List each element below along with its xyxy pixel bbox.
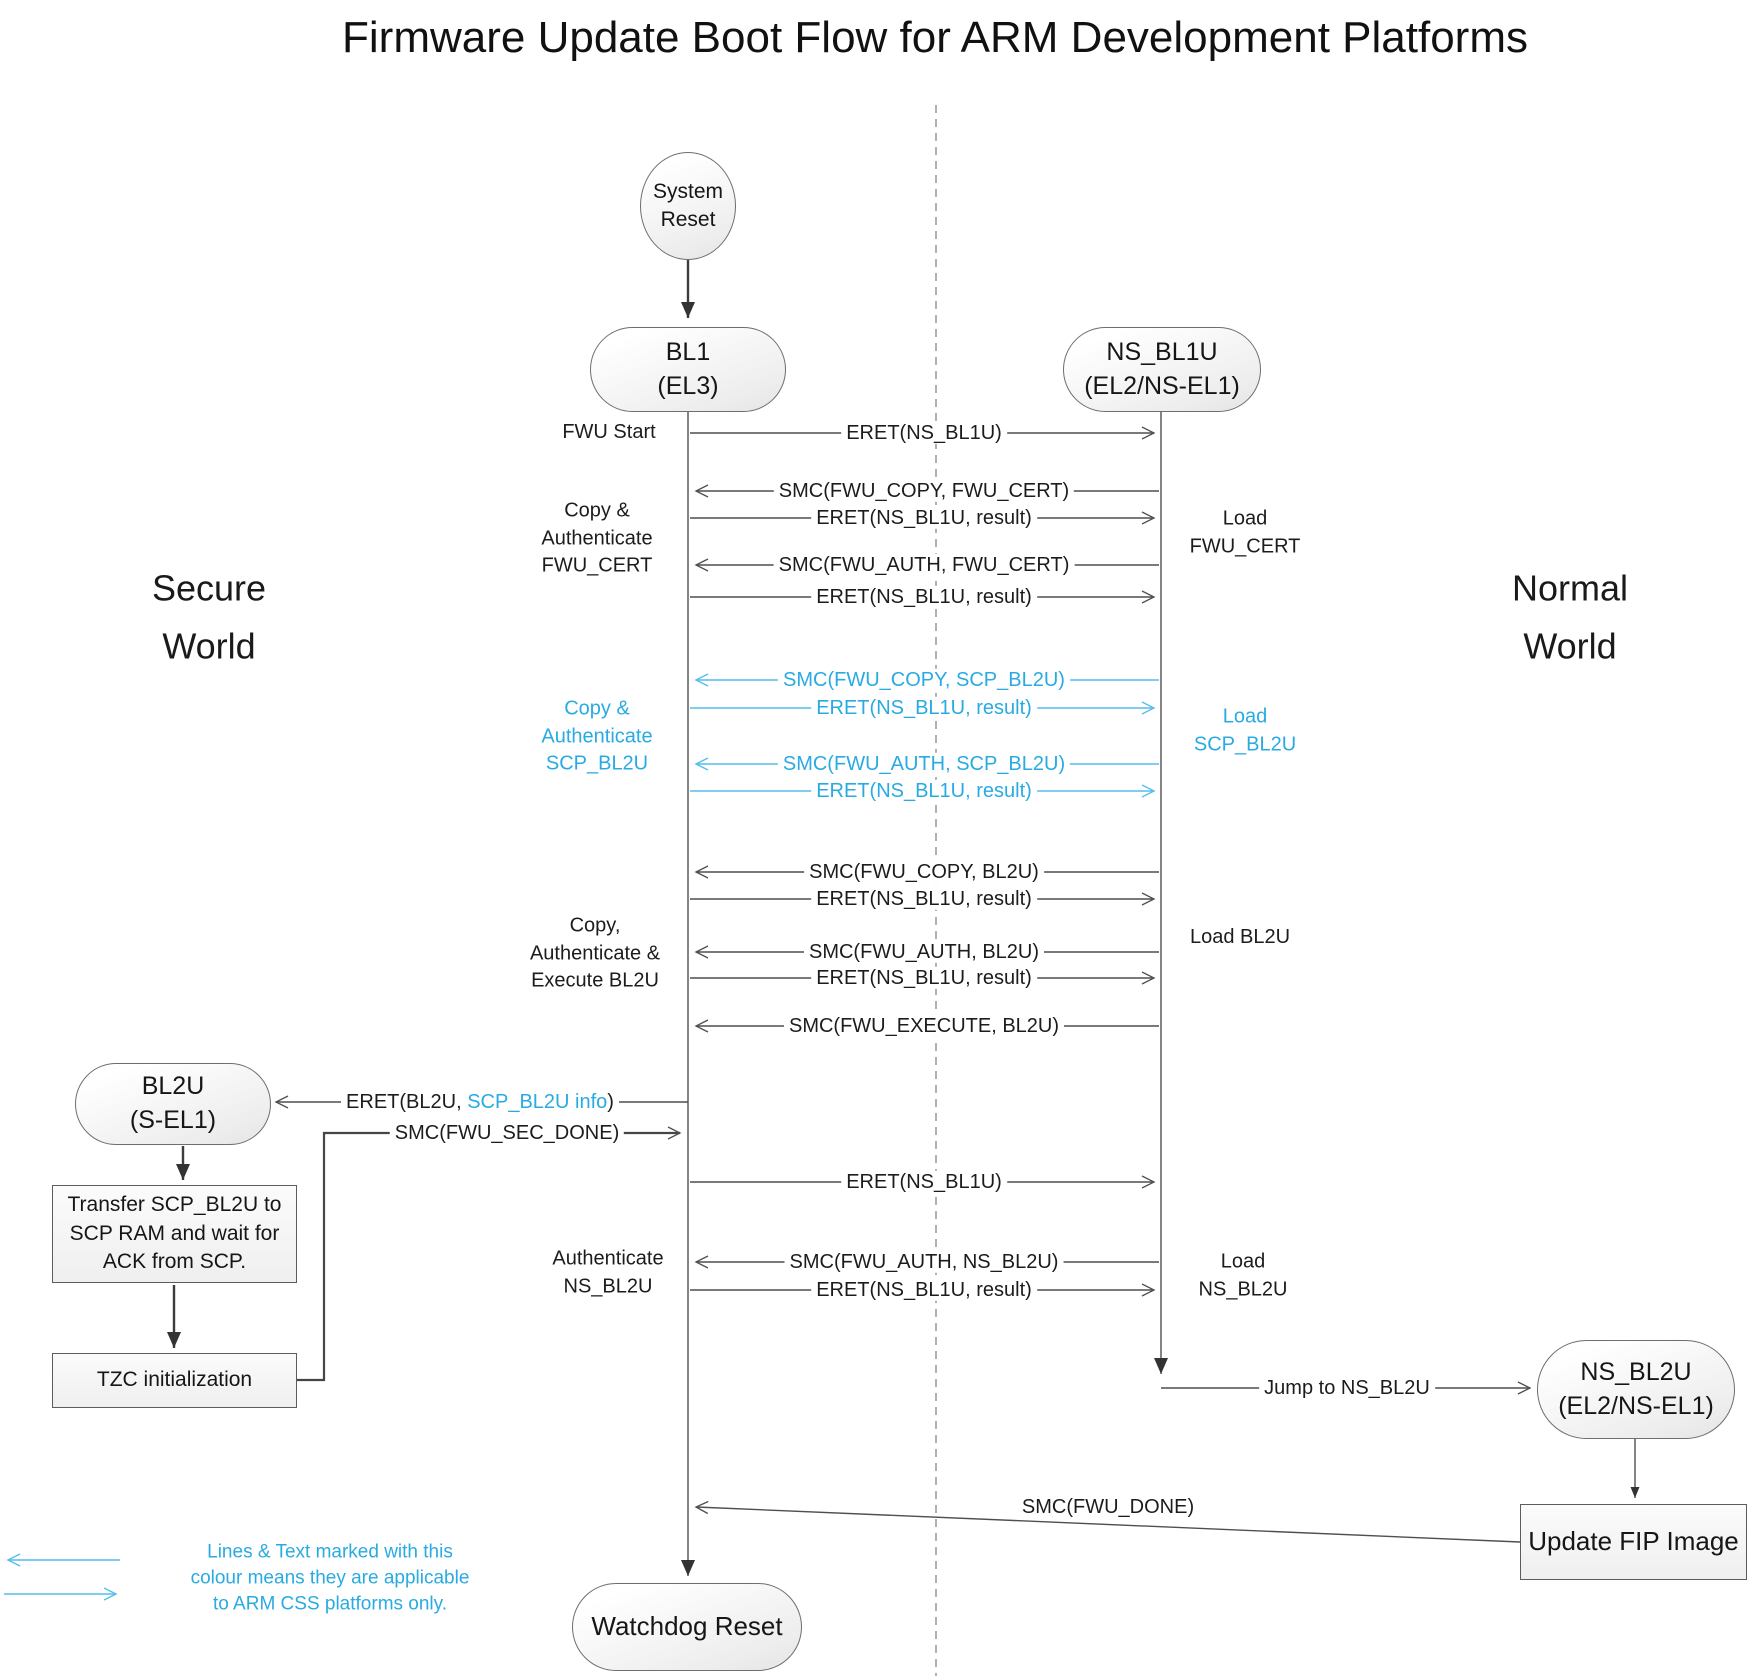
msg-smc-sec-done: SMC(FWU_SEC_DONE) xyxy=(389,1121,625,1145)
msg-eret-result-7: ERET(NS_BL1U, result) xyxy=(811,1278,1037,1302)
msg-jump-ns-bl2u: Jump to NS_BL2U xyxy=(1259,1376,1435,1400)
label-fwu-start: FWU Start xyxy=(558,419,660,447)
label-load-ns-bl2u: Load NS_BL2U xyxy=(1198,1250,1288,1300)
label-copy-auth-scp-bl2u: Copy & Authenticate SCP_BL2U xyxy=(541,697,653,775)
page-title: Firmware Update Boot Flow for ARM Develo… xyxy=(342,13,1528,62)
msg-smc-auth-ns-bl2u: SMC(FWU_AUTH, NS_BL2U) xyxy=(784,1250,1064,1274)
msg-eret-bl2u: ERET(BL2U, SCP_BL2U info) xyxy=(341,1090,619,1114)
label-copy-auth-exec-bl2u: Copy, Authenticate & Execute BL2U xyxy=(529,914,661,992)
msg-smc-auth-bl2u: SMC(FWU_AUTH, BL2U) xyxy=(803,940,1045,964)
msg-eret-ns-bl1u-1: ERET(NS_BL1U) xyxy=(841,421,1007,445)
msg-eret-result-5: ERET(NS_BL1U, result) xyxy=(811,887,1037,911)
arrow-smc-fwu-done xyxy=(694,1500,1521,1543)
msg-smc-fwu-done: SMC(FWU_DONE) xyxy=(1016,1495,1200,1519)
node-tzc-initialization: TZC initialization xyxy=(52,1353,297,1408)
msg-eret-ns-bl1u-2: ERET(NS_BL1U) xyxy=(841,1170,1007,1194)
label-load-bl2u: Load BL2U xyxy=(1189,926,1291,949)
msg-eret-result-6: ERET(NS_BL1U, result) xyxy=(811,966,1037,990)
msg-eret-bl2u-prefix: ERET(BL2U, xyxy=(346,1090,468,1113)
node-system-reset: System Reset xyxy=(640,152,736,260)
msg-smc-auth-scp-bl2u: SMC(FWU_AUTH, SCP_BL2U) xyxy=(777,752,1071,776)
node-ns-bl2u: NS_BL2U (EL2/NS-EL1) xyxy=(1537,1340,1735,1439)
node-update-fip-image: Update FIP Image xyxy=(1520,1504,1747,1580)
node-transfer-scp-bl2u: Transfer SCP_BL2U to SCP RAM and wait fo… xyxy=(52,1185,297,1283)
secure-world-label: Secure World xyxy=(151,567,267,666)
msg-smc-copy-bl2u: SMC(FWU_COPY, BL2U) xyxy=(804,860,1044,884)
msg-smc-copy-fwu-cert: SMC(FWU_COPY, FWU_CERT) xyxy=(773,479,1075,503)
normal-world-label: Normal World xyxy=(1511,567,1629,666)
msg-eret-bl2u-scp-info: SCP_BL2U info xyxy=(467,1090,608,1113)
msg-smc-copy-scp-bl2u: SMC(FWU_COPY, SCP_BL2U) xyxy=(778,668,1070,692)
node-bl1: BL1 (EL3) xyxy=(590,327,786,412)
msg-eret-result-4: ERET(NS_BL1U, result) xyxy=(811,779,1037,803)
msg-eret-result-2: ERET(NS_BL1U, result) xyxy=(811,585,1037,609)
node-ns-bl1u: NS_BL1U (EL2/NS-EL1) xyxy=(1063,327,1261,412)
label-load-fwu-cert: Load FWU_CERT xyxy=(1189,507,1301,557)
msg-eret-result-1: ERET(NS_BL1U, result) xyxy=(811,506,1037,530)
label-copy-auth-fwu-cert: Copy & Authenticate FWU_CERT xyxy=(541,499,653,577)
node-bl2u: BL2U (S-EL1) xyxy=(75,1063,271,1145)
label-load-scp-bl2u: Load SCP_BL2U xyxy=(1193,705,1297,755)
msg-smc-auth-fwu-cert: SMC(FWU_AUTH, FWU_CERT) xyxy=(773,553,1075,577)
msg-eret-result-3: ERET(NS_BL1U, result) xyxy=(811,696,1037,720)
label-auth-ns-bl2u: Authenticate NS_BL2U xyxy=(552,1247,664,1297)
node-watchdog-reset: Watchdog Reset xyxy=(572,1583,802,1671)
msg-eret-bl2u-suffix: ) xyxy=(607,1090,614,1113)
msg-smc-execute-bl2u: SMC(FWU_EXECUTE, BL2U) xyxy=(783,1014,1065,1038)
legend-text: Lines & Text marked with this colour mea… xyxy=(190,1541,470,1614)
